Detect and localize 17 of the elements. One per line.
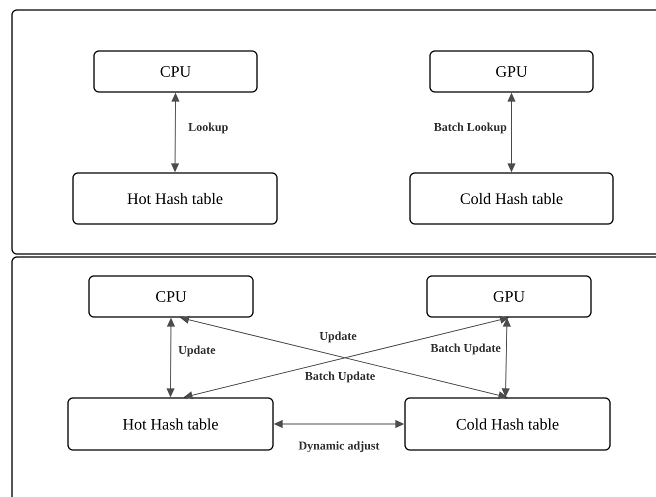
process-box: Cold Hash table <box>404 397 611 451</box>
process-box: Hot Hash table <box>67 397 274 451</box>
edge-label: Batch Update <box>304 370 376 384</box>
edge-label: Update <box>318 330 358 344</box>
panel <box>11 256 656 497</box>
process-box: Cold Hash table <box>409 172 614 225</box>
process-box: GPU <box>429 50 594 93</box>
process-box: CPU <box>93 50 258 93</box>
edge-label: Batch Lookup <box>432 122 508 134</box>
process-box: GPU <box>426 275 592 318</box>
process-box: CPU <box>88 275 254 318</box>
edge-label: Dynamic adjust <box>298 440 380 454</box>
process-box: Hot Hash table <box>72 172 278 225</box>
edge-label: Lookup <box>187 122 230 134</box>
panel <box>11 9 656 255</box>
edge-label: Update <box>177 344 217 358</box>
edge-label: Batch Update <box>429 342 502 356</box>
